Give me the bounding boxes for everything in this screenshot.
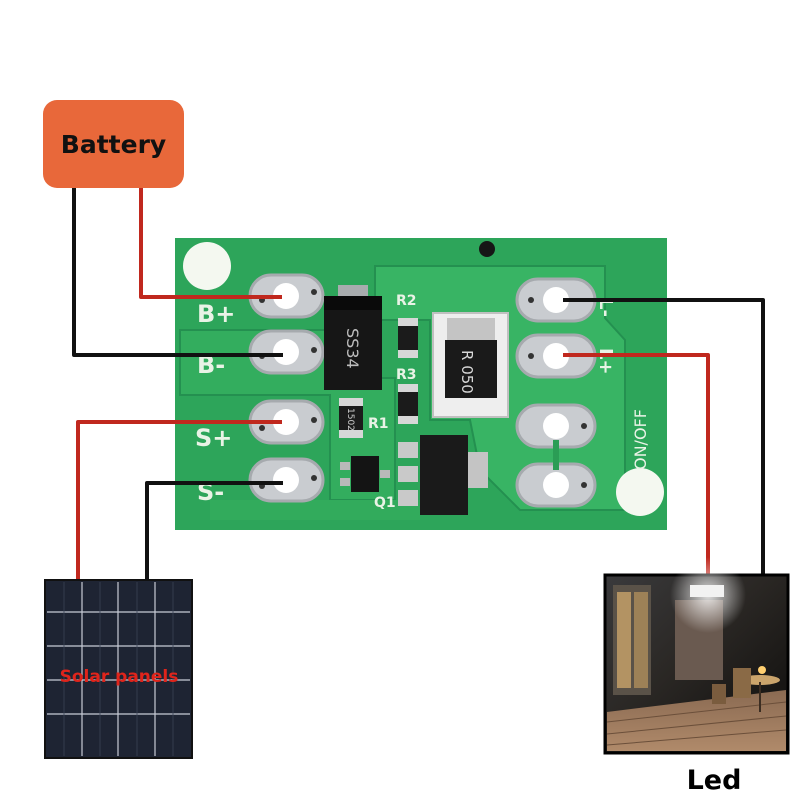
diode-marking: SS34 [343,328,362,369]
battery-box: Battery [43,100,184,188]
r1-label: R1 [368,416,389,432]
led-lamp-photo [603,557,790,755]
solar-panel: Solar panels [44,579,193,759]
inductor-marking: R 050 [458,350,476,394]
r3-label: R3 [396,367,417,383]
ic-chip [398,435,488,515]
wire-battery-negative [72,188,283,357]
label-on-off: ON/OFF [631,409,650,470]
resistor-r1: 1502 R1 [339,398,389,438]
mounting-hole-top-left [183,242,231,290]
pad-s-plus [248,399,325,445]
diode-ss34: SS34 [324,285,382,390]
silkscreen-labels: B+ B- S+ S- L- L+ ON/OFF [195,298,650,506]
copper-zone-bottom [210,500,420,520]
label-l-plus: L+ [595,348,616,375]
battery-label: Battery [60,129,167,159]
right-pads [515,277,597,508]
resistor-r3: R3 [396,367,418,424]
wire-solar-negative [145,481,283,580]
components: SS34 R2 R3 1502 R1 R 050 [324,285,509,515]
led-label: Led [687,765,742,796]
pad-b-plus [248,273,325,319]
r1-marking: 1502 [345,408,355,431]
pad-switch-2 [515,462,597,508]
wire-led-negative [563,298,765,575]
inductor: R 050 [432,312,509,418]
pad-l-plus [515,333,597,379]
label-b-plus: B+ [197,300,235,328]
mounting-hole-bottom-right [616,468,664,516]
via-top [479,241,495,257]
wire-led-positive [563,353,710,575]
left-pads [248,273,325,503]
transistor-q1: Q1 [340,456,396,511]
wires [72,188,765,580]
solar-panel-label: Solar panels [60,667,179,687]
pad-b-minus [248,329,325,375]
label-s-plus: S+ [195,424,232,452]
wire-battery-positive [139,188,282,299]
q1-label: Q1 [374,495,396,511]
label-l-minus: L- [595,298,616,317]
pad-s-minus [248,457,325,503]
resistor-r2: R2 [396,293,418,358]
r2-label: R2 [396,293,417,309]
wire-solar-positive [76,420,282,580]
